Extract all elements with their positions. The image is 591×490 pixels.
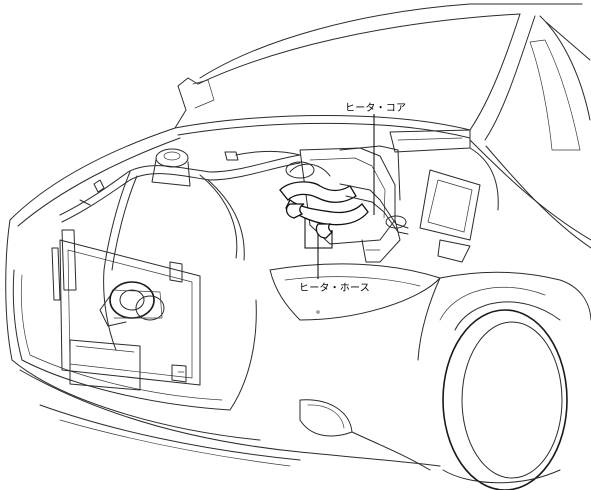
heater-hose-label: ヒータ・ホース bbox=[298, 279, 371, 294]
ac-compressor bbox=[99, 281, 165, 327]
radiator-condenser bbox=[51, 229, 201, 391]
strut-tower bbox=[151, 148, 191, 187]
front-wheel bbox=[439, 286, 568, 490]
misc-marks bbox=[177, 310, 320, 373]
heater-core-label: ヒータ・コア bbox=[344, 99, 408, 114]
ac-refrigerant-pipes bbox=[59, 150, 301, 351]
heater-unit-housing bbox=[299, 145, 401, 263]
car-body-outline bbox=[5, 3, 591, 471]
cowl-details bbox=[389, 129, 499, 263]
